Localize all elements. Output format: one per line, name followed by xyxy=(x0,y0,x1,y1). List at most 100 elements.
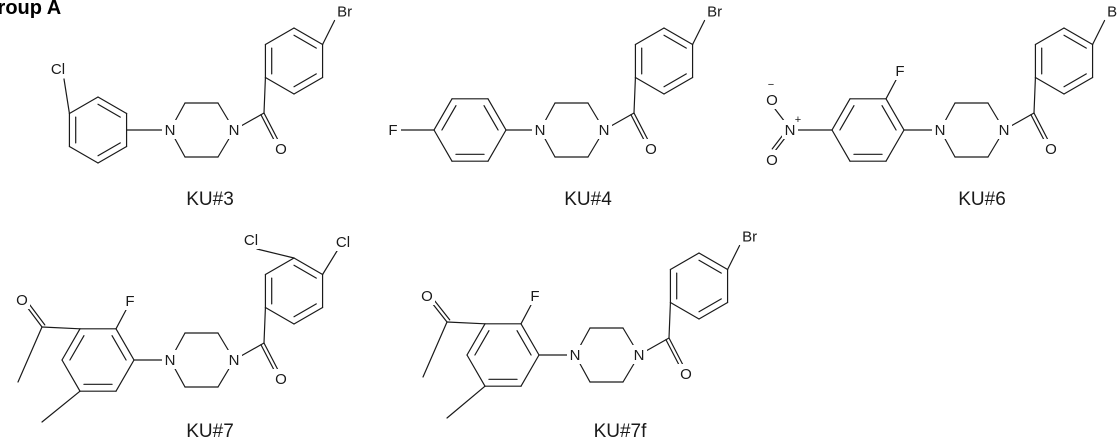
acetyl-bond xyxy=(41,326,81,330)
ring-bond xyxy=(68,145,99,164)
ring-bond-inner xyxy=(516,330,532,356)
bond-layer xyxy=(17,19,1106,423)
nitro-nitrogen-atom: N xyxy=(785,122,796,139)
ring-bond-inner xyxy=(698,259,722,274)
nitrogen-atom: N xyxy=(229,122,240,139)
atom-label-background xyxy=(932,120,948,139)
atom-label-background xyxy=(782,120,798,139)
aryl-carbonyl-bond xyxy=(1033,76,1037,114)
atom-label-background xyxy=(631,345,647,364)
aryl-carbonyl-bond xyxy=(668,301,672,339)
ring-bond xyxy=(885,98,905,131)
compound-label-ku4: KU#4 xyxy=(564,189,612,210)
ring-bond-inner xyxy=(663,73,687,88)
aryl-chlorine-bond xyxy=(256,248,295,259)
oxygen-atom: O xyxy=(680,366,692,383)
piperazine-bond xyxy=(173,332,186,354)
ring-bond-inner xyxy=(663,34,687,49)
ring-bond-inner xyxy=(97,103,121,118)
atom-label-background xyxy=(273,369,289,388)
piperazine-bond xyxy=(217,332,231,354)
ring-bond-inner xyxy=(293,264,317,279)
atom-label-background xyxy=(419,286,435,305)
acetyl-methyl-bond xyxy=(422,321,448,378)
oxygen-atom: O xyxy=(275,141,287,158)
aryl-halogen-bond xyxy=(726,244,741,271)
ring-bond-inner xyxy=(441,105,457,131)
ring-bond xyxy=(115,359,135,392)
ring-bond-inner xyxy=(1063,73,1087,88)
ring-bond-inner xyxy=(293,34,317,49)
atom-label-background xyxy=(1043,139,1059,158)
aryl-fluorine-bond xyxy=(885,79,897,100)
atom-label-background xyxy=(678,364,694,383)
atom-label-background xyxy=(764,90,780,109)
bromine-atom: Br xyxy=(337,4,352,21)
ring-bond xyxy=(115,328,135,361)
ring-bond xyxy=(520,354,540,387)
ring-bond-inner xyxy=(293,303,317,318)
ring-bond-inner xyxy=(474,330,490,356)
ring-bond xyxy=(466,354,486,387)
nitro-double-bond xyxy=(774,137,786,152)
nitrogen-atom: N xyxy=(165,352,176,369)
ring-bond-inner xyxy=(698,298,722,313)
carbonyl-bond xyxy=(1033,112,1049,141)
bromine-atom: Br xyxy=(742,229,757,246)
ring-bond xyxy=(433,129,453,162)
ring-bond xyxy=(1063,76,1094,95)
ring-bond xyxy=(61,359,81,392)
piperazine-bond xyxy=(173,136,186,158)
nitro-oxygen-atom: O xyxy=(766,92,778,109)
piperazine-bond xyxy=(987,136,1001,158)
amide-bond xyxy=(240,342,265,357)
ring-bond xyxy=(264,257,295,276)
positive-charge: + xyxy=(795,114,801,126)
ring-bond-inner xyxy=(293,73,317,88)
aryl-carbonyl-bond xyxy=(263,306,267,344)
nitrogen-atom: N xyxy=(634,347,645,364)
atom-label-background xyxy=(226,350,242,369)
oxygen-atom: O xyxy=(275,371,287,388)
piperazine-bond xyxy=(543,102,556,124)
ring-bond xyxy=(520,323,540,356)
atom-label-background xyxy=(162,350,178,369)
fluorine-atom: F xyxy=(388,122,397,139)
aryl-chlorine-bond xyxy=(321,250,338,276)
ring-bond xyxy=(634,27,665,46)
carbonyl-bond-second xyxy=(260,114,276,143)
bromine-atom: Br xyxy=(1107,4,1118,21)
ring-bond xyxy=(487,98,507,131)
amide-bond xyxy=(610,112,635,127)
acetyl-bond xyxy=(446,321,486,325)
atom-label-background xyxy=(764,150,780,169)
aryl-methyl-bond xyxy=(41,390,81,423)
amide-bond xyxy=(645,337,670,352)
aryl-carbonyl-bond xyxy=(263,76,267,114)
ring-bond xyxy=(433,98,453,131)
atom-label-background xyxy=(273,139,289,158)
piperazine-bond xyxy=(587,136,601,158)
compound-label-ku3: KU#3 xyxy=(186,189,234,210)
nitro-oxygen-atom: O xyxy=(766,152,778,169)
carbonyl-bond-second xyxy=(630,114,646,143)
ring-bond xyxy=(663,27,694,46)
ring-bond xyxy=(61,328,81,361)
amide-bond xyxy=(1010,112,1035,127)
atom-label-background xyxy=(336,1,353,21)
piperazine-bond xyxy=(987,102,1001,124)
atom-label-background xyxy=(596,120,612,139)
ring-bond xyxy=(466,323,486,356)
ring-bond xyxy=(634,76,665,95)
piperazine-bond xyxy=(217,136,231,158)
chlorine-atom: Cl xyxy=(336,234,350,251)
aryl-chlorine-bond xyxy=(63,78,71,115)
ring-bond-inner xyxy=(839,105,855,131)
atom-label-background xyxy=(892,61,908,80)
atom-label-background xyxy=(226,120,242,139)
atom-label-background xyxy=(527,286,543,305)
atom-label-background xyxy=(243,230,259,249)
ring-bond xyxy=(698,301,729,320)
